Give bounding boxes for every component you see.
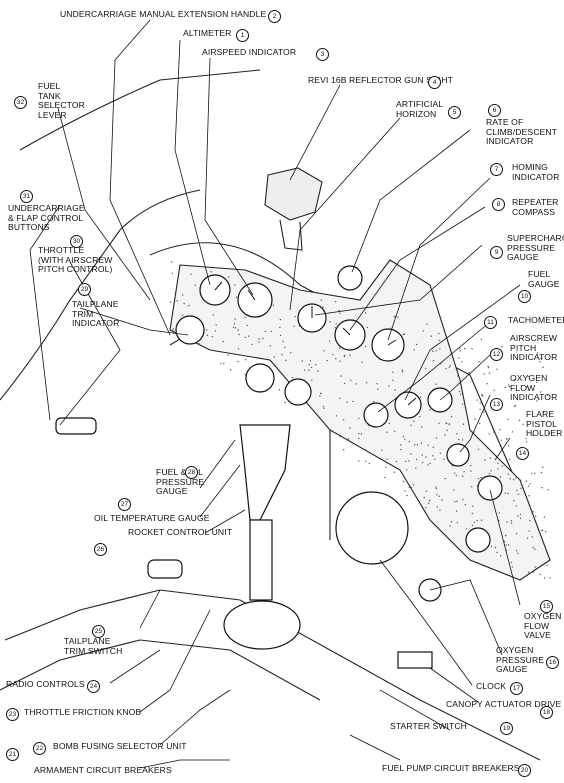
callout-label-10: FUEL GAUGE <box>528 269 560 289</box>
callout-number-21: 21 <box>6 748 19 761</box>
callout-label-12: AIRSCREW PITCH INDICATOR <box>510 333 558 363</box>
callout-number-32: 32 <box>14 96 27 109</box>
callout-label-6: RATE OF CLIMB/DESCENT INDICATOR <box>486 117 558 147</box>
callout-number-29: 29 <box>78 283 91 296</box>
callout-label-13: OXYGEN FLOW INDICATOR <box>510 373 558 403</box>
callout-label-23: THROTTLE FRICTION KNOB <box>24 707 142 717</box>
callout-number-26: 26 <box>94 543 107 556</box>
callout-label-2: UNDERCARRIAGE MANUAL EXTENSION HANDLE <box>60 9 267 19</box>
callout-label-19: STARTER SWITCH <box>390 721 467 731</box>
callout-label-24: RADIO CONTROLS <box>6 679 85 689</box>
callout-number-16: 16 <box>546 656 559 669</box>
callout-number-15: 15 <box>540 600 553 613</box>
callout-label-25: TAILPLANE TRIM SWITCH <box>64 636 123 656</box>
callout-label-7: HOMING INDICATOR <box>512 162 560 182</box>
callout-number-10: 10 <box>518 290 531 303</box>
callout-label-26: ROCKET CONTROL UNIT <box>128 527 233 537</box>
callout-number-18: 18 <box>540 706 553 719</box>
callout-number-14: 14 <box>516 447 529 460</box>
callout-number-13: 13 <box>490 398 503 411</box>
callout-label-17: CLOCK <box>476 681 507 691</box>
callout-label-11: TACHOMETER <box>508 315 564 325</box>
callout-number-17: 17 <box>510 682 523 695</box>
callout-label-1: ALTIMETER <box>183 28 232 38</box>
callout-number-31: 31 <box>20 190 33 203</box>
callout-number-30: 30 <box>70 235 83 248</box>
callout-number-22: 22 <box>33 742 46 755</box>
callout-label-14: FLARE PISTOL HOLDER <box>526 409 563 439</box>
callout-label-5: ARTIFICIAL HORIZON <box>396 99 444 119</box>
callout-number-3: 3 <box>316 48 329 61</box>
callout-number-23: 23 <box>6 708 19 721</box>
callout-number-12: 12 <box>490 348 503 361</box>
callout-number-27: 27 <box>118 498 131 511</box>
callout-number-24: 24 <box>87 680 100 693</box>
callout-label-18: CANOPY ACTUATOR DRIVE <box>446 699 562 709</box>
callout-number-20: 20 <box>518 764 531 777</box>
callout-number-6: 6 <box>488 104 501 117</box>
callout-number-28: 28 <box>185 466 198 479</box>
callout-label-3: AIRSPEED INDICATOR <box>202 47 297 57</box>
callout-label-31: UNDERCARRIAGE & FLAP CONTROL BUTTONS <box>8 203 85 233</box>
callout-number-7: 7 <box>490 163 503 176</box>
callout-number-2: 2 <box>268 10 281 23</box>
callout-label-22: BOMB FUSING SELECTOR UNIT <box>53 741 187 751</box>
callout-label-29: TAILPLANE TRIM INDICATOR <box>72 299 120 329</box>
callout-number-8: 8 <box>492 198 505 211</box>
callout-number-5: 5 <box>448 106 461 119</box>
callout-number-1: 1 <box>236 29 249 42</box>
callout-label-9: SUPERCHARGER PRESSURE GAUGE <box>507 233 564 263</box>
callout-number-4: 4 <box>428 76 441 89</box>
callout-label-21: ARMAMENT CIRCUIT BREAKERS <box>34 765 172 775</box>
callout-number-19: 19 <box>500 722 513 735</box>
callout-label-32: FUEL TANK SELECTOR LEVER <box>38 81 85 120</box>
callout-label-16: OXYGEN PRESSURE GAUGE <box>496 645 545 675</box>
callout-number-9: 9 <box>490 246 503 259</box>
callout-label-27: OIL TEMPERATURE GAUGE <box>94 513 210 523</box>
callout-label-20: FUEL PUMP CIRCUIT BREAKERS <box>382 763 520 773</box>
callout-number-11: 11 <box>484 316 497 329</box>
callout-number-25: 25 <box>92 625 105 638</box>
callout-label-15: OXYGEN FLOW VALVE <box>524 611 562 641</box>
callout-label-30: THROTTLE (WITH AIRSCREW PITCH CONTROL) <box>38 245 113 275</box>
callout-label-8: REPEATER COMPASS <box>512 197 559 217</box>
